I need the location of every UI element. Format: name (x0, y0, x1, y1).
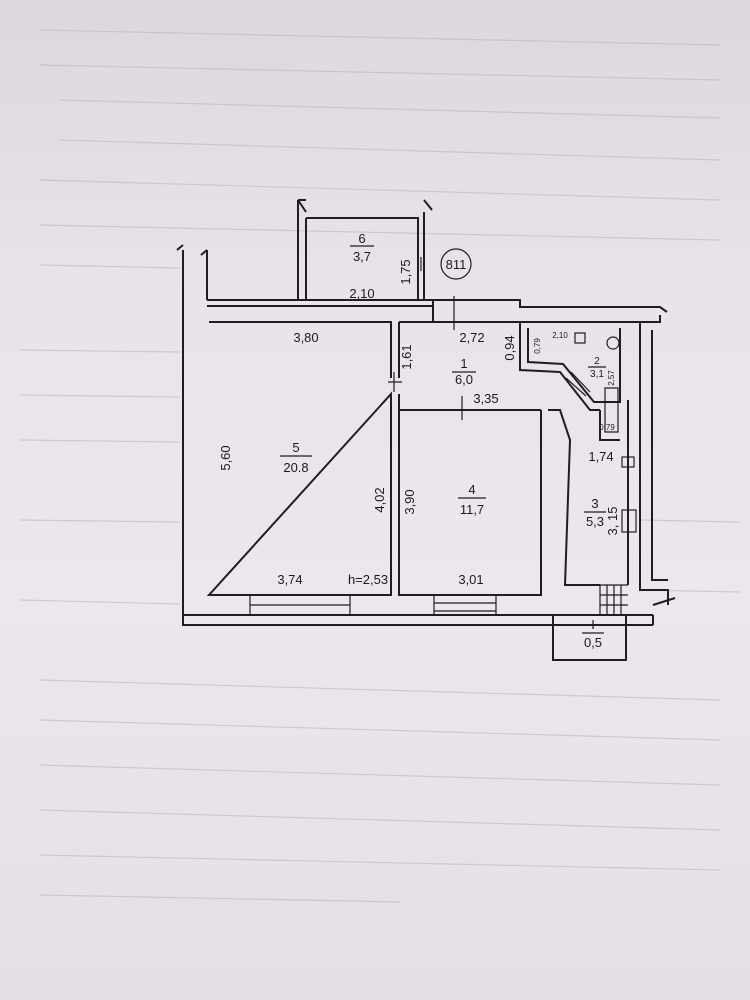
svg-text:0,94: 0,94 (502, 335, 517, 360)
svg-text:2: 2 (594, 356, 600, 367)
svg-text:1,61: 1,61 (399, 344, 414, 369)
window-room5 (249, 594, 351, 616)
svg-text:6,0: 6,0 (455, 372, 473, 387)
svg-text:20.8: 20.8 (283, 460, 308, 475)
svg-text:2,72: 2,72 (459, 330, 484, 345)
svg-text:3,80: 3,80 (293, 330, 318, 345)
svg-text:4: 4 (468, 482, 475, 497)
svg-text:h=2,53: h=2,53 (348, 572, 388, 587)
svg-text:5: 5 (292, 440, 299, 455)
svg-text:5,60: 5,60 (218, 445, 233, 470)
svg-text:0,79: 0,79 (533, 338, 542, 354)
room-2-label: 2 3,1 (588, 356, 606, 380)
svg-text:1,74: 1,74 (588, 449, 613, 464)
svg-text:11,7: 11,7 (460, 502, 484, 517)
room-6-label: 6 3,7 (350, 231, 374, 264)
dimension-labels: 2,10 1,75 3,80 5,60 4,02 3,74 h=2,53 2,7… (218, 259, 620, 587)
door-balcony (599, 584, 628, 615)
svg-text:4,02: 4,02 (372, 487, 387, 512)
plan-marker: 811 (440, 248, 472, 280)
balcony-label: I 0,5 (582, 617, 604, 650)
svg-text:2,57: 2,57 (607, 370, 616, 386)
svg-text:1,75: 1,75 (398, 259, 413, 284)
svg-text:3,74: 3,74 (277, 572, 302, 587)
room-1-label: 1 6,0 (452, 356, 476, 387)
svg-text:3,35: 3,35 (473, 391, 498, 406)
background-text-lines (19, 29, 741, 903)
walls (176, 199, 676, 661)
svg-text:3,7: 3,7 (353, 249, 371, 264)
room-4-label: 4 11,7 (458, 482, 486, 517)
svg-text:3,1: 3,1 (590, 369, 604, 380)
svg-text:3,90: 3,90 (402, 489, 417, 514)
svg-text:2,10: 2,10 (349, 286, 374, 301)
window-room4 (433, 594, 497, 615)
svg-text:811: 811 (446, 257, 467, 272)
svg-text:6: 6 (358, 231, 365, 246)
svg-text:2,10: 2,10 (552, 331, 568, 340)
room-5-label: 5 20.8 (280, 440, 312, 475)
svg-text:1: 1 (460, 356, 467, 371)
room-3-label: 3 5,3 (584, 496, 606, 529)
svg-text:0,79: 0,79 (599, 423, 615, 432)
svg-text:0,5: 0,5 (584, 635, 602, 650)
svg-text:3, 15: 3, 15 (605, 507, 620, 536)
svg-text:I: I (591, 617, 595, 632)
svg-text:3,01: 3,01 (458, 572, 483, 587)
svg-text:3: 3 (591, 496, 598, 511)
svg-text:5,3: 5,3 (586, 514, 604, 529)
